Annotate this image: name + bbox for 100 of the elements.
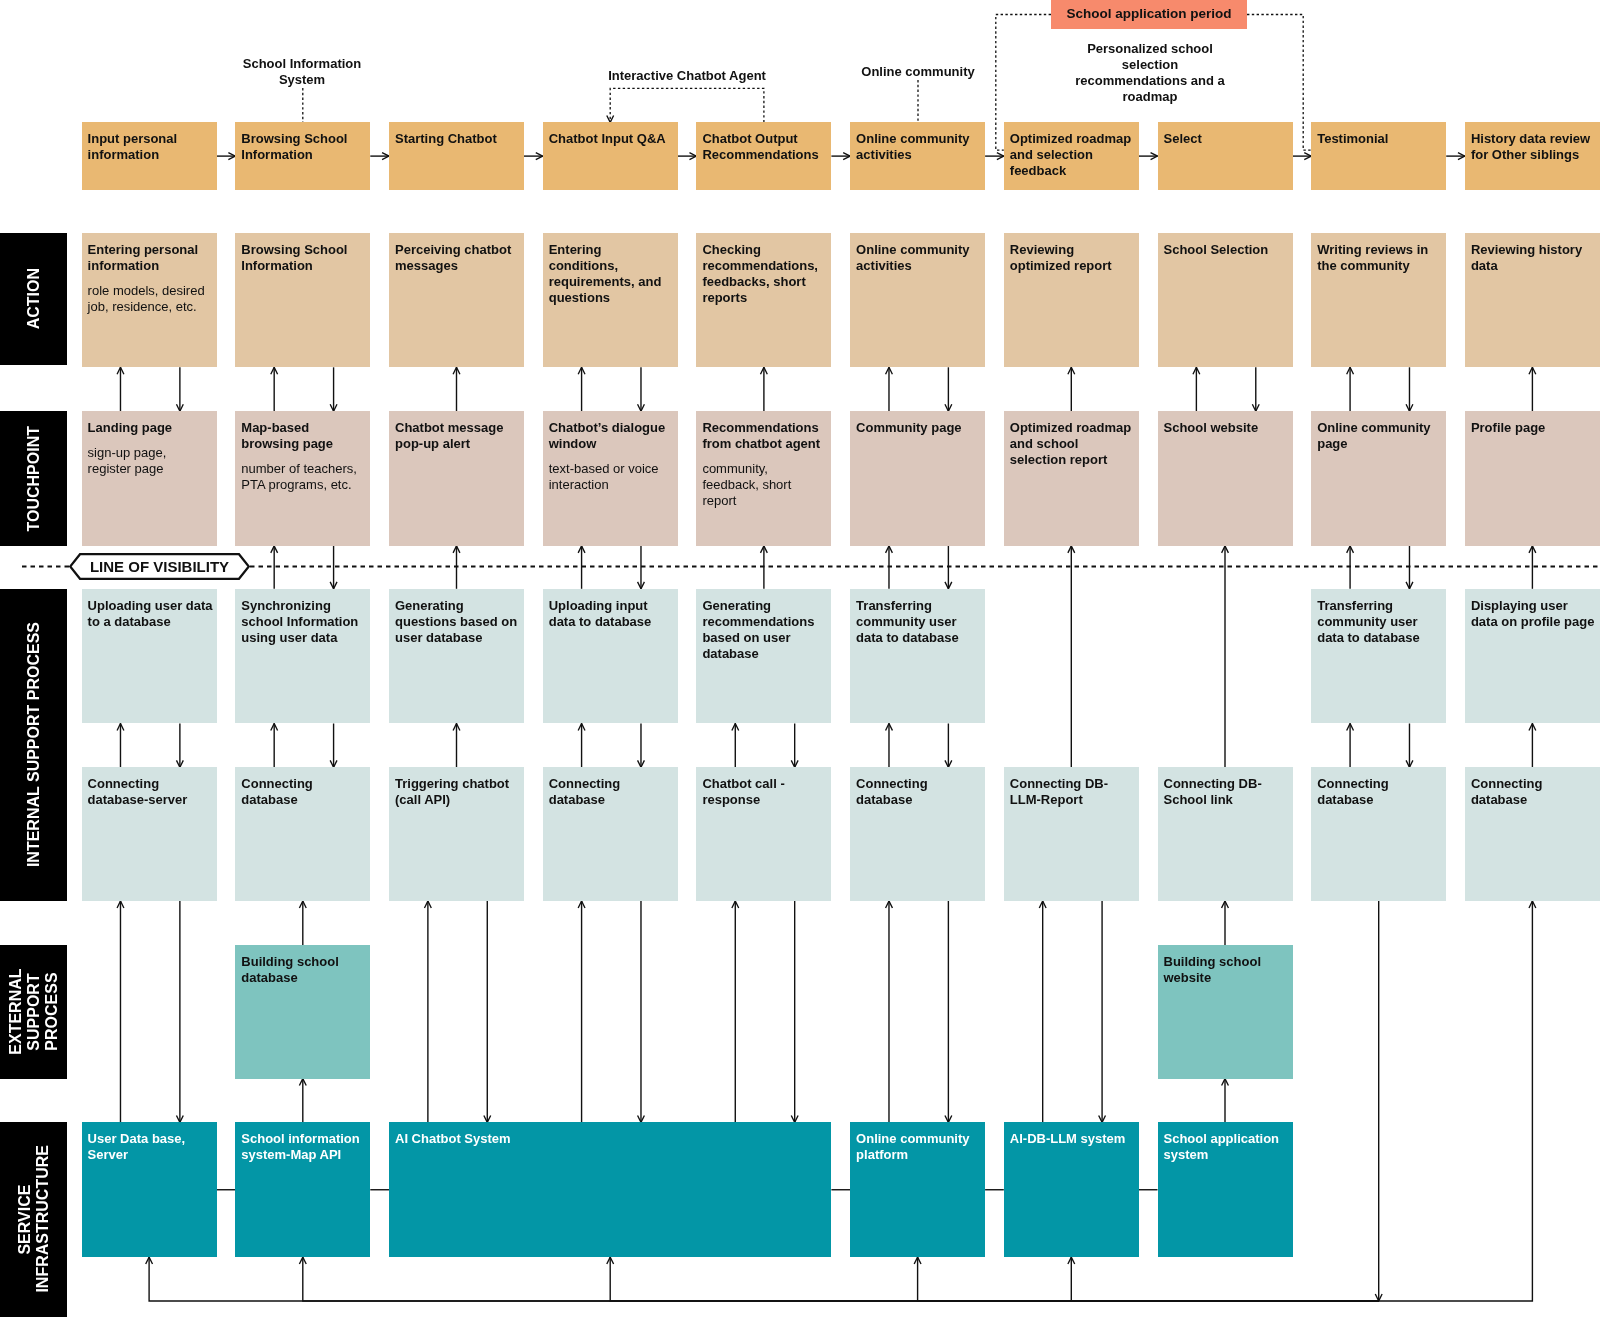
arrow [369, 152, 390, 161]
step-title: Select [1163, 131, 1202, 148]
external-process-card [235, 944, 371, 1079]
process-card [1311, 767, 1447, 901]
arrow [1067, 545, 1076, 768]
process-title: Synchronizing school Information using user data [241, 597, 360, 646]
system-card [81, 1122, 217, 1258]
arrow [1220, 545, 1230, 768]
process-title: Connecting DB-LLM-Report [1009, 776, 1109, 809]
arrow [483, 900, 492, 1124]
system-title: Online community platform [856, 1131, 971, 1164]
arrow [423, 900, 432, 1124]
arrow [759, 545, 768, 590]
step-title: Browsing School Information [241, 131, 349, 164]
period-title: School application period [1066, 6, 1232, 23]
process-card [1003, 767, 1139, 901]
step-title: Chatbot Input Q&A [548, 131, 666, 148]
arrow [270, 366, 279, 412]
action-card [81, 232, 217, 368]
process-card [696, 767, 832, 901]
arrow [1405, 545, 1414, 590]
process-title: Transferring community user data to database [1317, 597, 1421, 646]
process-card [696, 588, 832, 724]
dotted-arrow [606, 87, 765, 124]
lane-header [0, 232, 68, 366]
touchpoint-title: Landing page [87, 420, 173, 437]
process-title: Building school website [1163, 953, 1262, 986]
step-title: Chatbot Output Recommendations [702, 131, 820, 164]
process-card [850, 767, 986, 901]
edge-label: Interactive Chatbot Agent [606, 68, 768, 85]
action-card [542, 232, 678, 368]
arrow [329, 366, 338, 412]
action-title: Perceiving chatbot messages [395, 241, 513, 274]
action-card [1157, 232, 1293, 368]
action-title: Checking recommendations, feedbacks, short reports [702, 241, 819, 306]
arrow [1251, 366, 1260, 412]
process-card [235, 767, 371, 901]
process-title: Chatbot call - response [702, 776, 786, 809]
step-title: Input personal information [87, 131, 179, 164]
arrow [759, 366, 768, 412]
arrow [175, 722, 184, 768]
touchpoint-title: Profile page [1470, 420, 1546, 437]
arrow [1528, 722, 1537, 768]
touchpoint-title: School website [1163, 420, 1259, 437]
process-title: Uploading user data to a database [87, 597, 213, 630]
system-card [389, 1122, 832, 1258]
process-card [1464, 767, 1600, 901]
arrow [884, 722, 894, 768]
touchpoint-card [696, 411, 832, 546]
process-card [81, 588, 217, 724]
connector-line [984, 1189, 1005, 1191]
step-title: Testimonial [1317, 131, 1389, 148]
arrow [1374, 900, 1383, 1302]
system-title: AI Chatbot System [395, 1131, 511, 1148]
process-title: Generating questions based on user database [395, 597, 519, 646]
process-title: Connecting database [548, 776, 622, 809]
lane-title: SERVICE INFRASTRUCTURE [15, 1144, 52, 1296]
action-title: Reviewing history data [1470, 241, 1584, 274]
step-card [1003, 122, 1139, 190]
action-card [1464, 232, 1600, 368]
process-title: Building school database [241, 953, 340, 986]
action-card [1311, 232, 1447, 368]
arrow [636, 545, 646, 590]
process-title: Generating recommendations based on user database [702, 597, 816, 662]
process-title: Connecting database [856, 776, 929, 809]
step-card [81, 122, 217, 190]
step-card [389, 122, 524, 190]
process-card [850, 588, 986, 724]
arrow [175, 900, 184, 1124]
action-card [1003, 232, 1139, 368]
touchpoint-title: Chatbot message pop-up alert [395, 420, 505, 453]
process-card [235, 588, 371, 724]
process-card [389, 588, 524, 724]
lane-title: EXTERNAL SUPPORT PROCESS [6, 967, 61, 1057]
touchpoint-title: Recommendations from chatbot agent [702, 420, 822, 453]
arrow [944, 722, 953, 768]
action-title: Writing reviews in the community [1317, 241, 1430, 274]
arrow [452, 366, 461, 412]
process-card [389, 767, 524, 901]
step-title: Optimized roadmap and selection feedback [1009, 131, 1133, 180]
arrow [944, 900, 953, 1124]
action-title: Entering conditions, requirements, and questions [548, 241, 663, 306]
step-card [696, 122, 832, 190]
lane-title: INTERNAL SUPPORT PROCESS [24, 622, 43, 868]
touchpoint-detail: number of teachers, PTA programs, etc. [241, 461, 358, 494]
action-detail: role models, desired job, residence, etc. [87, 282, 206, 315]
arrow [298, 900, 307, 946]
process-card [1157, 767, 1293, 901]
touchpoint-card [1003, 411, 1139, 546]
arrow [1138, 152, 1159, 161]
touchpoint-detail: community, feedback, short report [702, 461, 793, 510]
arrow [270, 722, 279, 768]
lane-title: ACTION [24, 268, 43, 330]
process-card [542, 767, 678, 901]
touchpoint-card [235, 411, 371, 546]
step-title: Starting Chatbot [395, 131, 497, 148]
arrow [577, 900, 586, 1124]
dotted-line [917, 79, 919, 124]
arrow [116, 722, 125, 768]
arrow [1192, 366, 1201, 412]
